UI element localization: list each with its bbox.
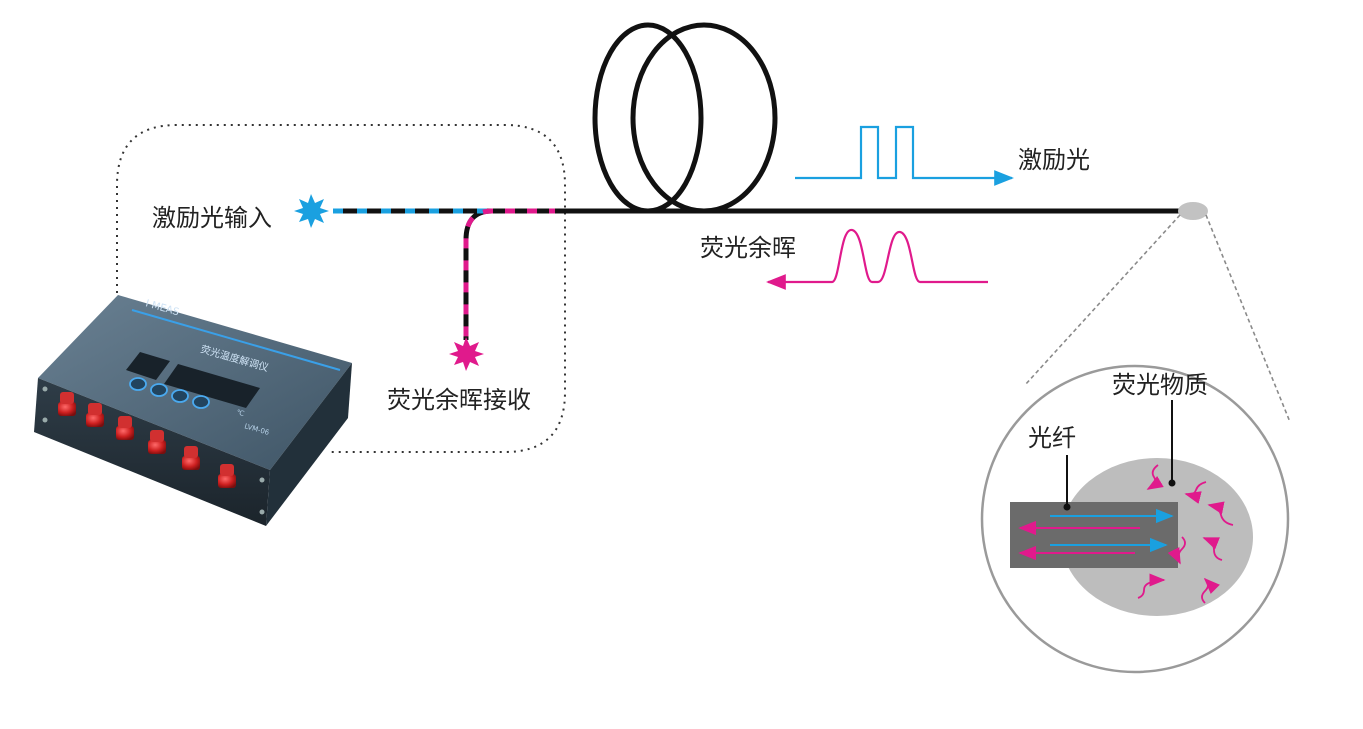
fiber-connector-cap bbox=[118, 416, 132, 428]
fiber-connector-cap bbox=[60, 392, 74, 404]
device-button[interactable] bbox=[129, 377, 147, 391]
device-unit: ℃ bbox=[235, 408, 245, 418]
fiber-tip bbox=[1178, 202, 1208, 220]
device-button[interactable] bbox=[150, 383, 168, 397]
magnified-tip-detail bbox=[980, 364, 1290, 674]
fiber-coil-loop bbox=[592, 22, 704, 214]
fiber-connector-cap bbox=[150, 430, 164, 442]
device-right-face bbox=[266, 363, 352, 526]
branch-fiber bbox=[463, 208, 555, 340]
fiber-connector[interactable] bbox=[58, 402, 76, 416]
device-button[interactable] bbox=[171, 389, 189, 403]
fiber-label: 光纤 bbox=[1028, 424, 1076, 452]
afterglow-dash-overlay bbox=[463, 208, 555, 340]
afterglow-receive-label: 荧光余晖接收 bbox=[387, 386, 531, 414]
device-display-main bbox=[164, 364, 260, 408]
fiber-connector[interactable] bbox=[116, 426, 134, 440]
phosphor-label: 荧光物质 bbox=[1112, 371, 1208, 399]
fiber-connector[interactable] bbox=[148, 440, 166, 454]
fiber-connector-cap bbox=[88, 403, 102, 415]
excitation-pulse-signal bbox=[795, 125, 1014, 186]
afterglow-decay-signal bbox=[766, 228, 988, 290]
afterglow-label: 荧光余晖 bbox=[700, 234, 796, 262]
blue-starburst-icon bbox=[294, 194, 329, 228]
fiber-connector-cap bbox=[184, 446, 198, 458]
device-button[interactable] bbox=[192, 395, 210, 409]
excitation-input-label: 激励光输入 bbox=[152, 204, 272, 232]
fiber-connector[interactable] bbox=[182, 456, 200, 470]
device-connectors bbox=[58, 392, 236, 488]
fiber-coil-loop bbox=[630, 22, 778, 214]
device-display-small bbox=[126, 352, 170, 380]
fiber-core bbox=[1010, 502, 1178, 568]
fiber-connector[interactable] bbox=[218, 474, 236, 488]
fiber-connector[interactable] bbox=[86, 413, 104, 427]
zoom-guide-line bbox=[1024, 214, 1181, 386]
instrument-enclosure-outline bbox=[116, 124, 566, 453]
zoom-guide-line bbox=[1205, 214, 1291, 423]
excitation-light-label: 激励光 bbox=[1018, 146, 1090, 174]
fluorescence-demodulator-device: I MEAS 荧光温度解调仪 ℃ LVM-06 bbox=[34, 295, 352, 526]
fiber-connector-cap bbox=[220, 464, 234, 476]
device-buttons bbox=[129, 377, 210, 409]
magenta-starburst-icon bbox=[449, 337, 484, 371]
